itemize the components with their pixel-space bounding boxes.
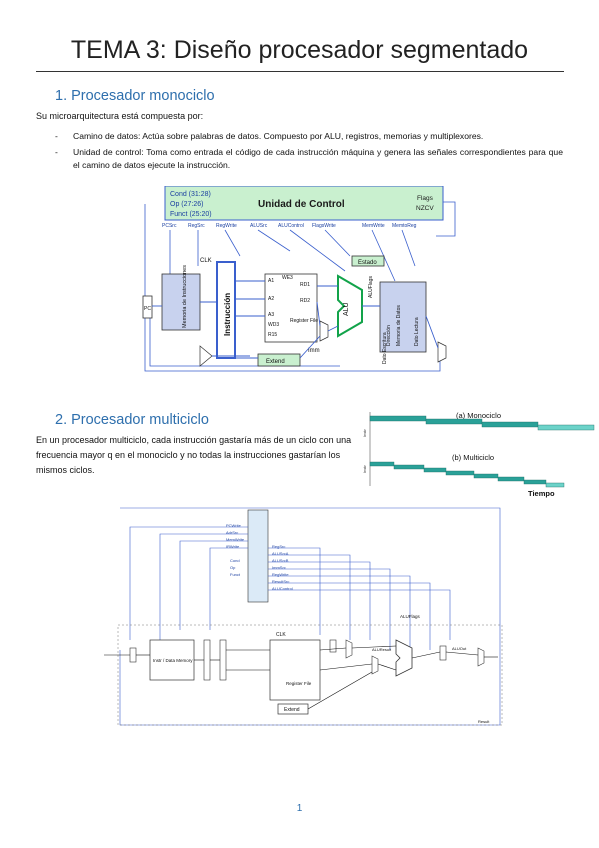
- mc-signal-pcwrite: PCWrite: [226, 523, 242, 528]
- pc-label: PC: [144, 306, 151, 312]
- register-file-label: Register File: [290, 318, 318, 324]
- multi-result-label: Result: [478, 719, 490, 724]
- monociclo-diagram: Cond (31:28) Op (27:26) Funct (25:20) Un…: [140, 185, 460, 382]
- multi-extend-label: Extend: [284, 707, 300, 713]
- data-memory-direction: Dirección: [386, 325, 392, 346]
- data-memory-read: Dato Lectura: [414, 317, 420, 346]
- multiciclo-text: En un procesador multiciclo, cada instru…: [36, 435, 352, 475]
- data-memory-write: Dato Escritura: [382, 332, 388, 364]
- page-title: TEMA 3: Diseño procesador segmentado: [70, 36, 529, 64]
- multi-alu-result: ALUResult: [372, 647, 392, 652]
- timing-diagram: (a) Monociclo Instr (b) Multiciclo Instr…: [360, 408, 596, 500]
- control-input-funct: Funct (25:20): [170, 211, 212, 218]
- mc-signal-memwrite: MemWrite: [226, 537, 245, 542]
- instruction-memory-label: Memoria de Instrucciones: [182, 265, 188, 328]
- clk-label: CLK: [200, 258, 212, 264]
- bullet-item-datapath: Camino de datos: Actúa sobre palabras de…: [55, 130, 563, 143]
- instruction-memory: [161, 273, 201, 331]
- mc-signal-irwrite: IRWrite: [226, 544, 240, 549]
- signal-flagswrite: FlagsWrite: [312, 223, 336, 229]
- multi-memory-label: Instr / Data Memory: [153, 658, 193, 663]
- alu-shape: [337, 274, 363, 338]
- signal-alucontrol: ALUControl: [278, 223, 304, 229]
- register-file: [264, 273, 318, 343]
- mc-signal-adrsrc: AdrSrc: [226, 530, 238, 535]
- control-input-op: Op (27:26): [170, 201, 203, 208]
- state-label: Estado: [358, 260, 377, 266]
- intro-text: Su microarquitectura está compuesta por:: [36, 111, 204, 121]
- multi-register-file: [269, 639, 321, 701]
- reg-port-rd2: RD2: [300, 298, 310, 304]
- mc-signal-regsrc: RegSrc: [272, 544, 285, 549]
- section-heading-multiciclo: 2. Procesador multiciclo: [55, 412, 209, 428]
- multi-alu-out: ALUOut: [452, 646, 467, 651]
- reg-port-r15: R15: [268, 332, 277, 338]
- mc-signal-immsrc: ImmSrc: [272, 565, 286, 570]
- mc-signal-resultsrc: ResultSrc: [272, 579, 289, 584]
- reg-port-a2: A2: [268, 296, 274, 302]
- multi-control-unit: [247, 509, 269, 603]
- extend-label: Extend: [266, 359, 285, 365]
- instruction-label: Instrucción: [223, 293, 232, 336]
- alu-flags-label: ALUFlags: [368, 276, 374, 298]
- mc-signal-alusrcb: ALUSrcB: [272, 558, 289, 563]
- data-memory: [379, 281, 427, 353]
- timing-label-monociclo: (a) Monociclo: [456, 411, 501, 420]
- signal-regsrc: RegSrc: [188, 223, 205, 229]
- multi-memory: [149, 639, 195, 681]
- mc-signal-funct: Funct: [230, 572, 241, 577]
- control-unit-label: Unidad de Control: [258, 199, 345, 210]
- flags-value: NZCV: [416, 205, 434, 212]
- page-number: 1: [296, 803, 303, 814]
- mc-signal-cond: Cond: [230, 558, 240, 563]
- multi-alu-flags: ALUFlags: [400, 614, 421, 619]
- flags-label: Flags: [417, 195, 434, 202]
- extend-unit: [257, 353, 301, 367]
- reg-port-a1: A1: [268, 278, 274, 284]
- multi-clk-label: CLK: [276, 632, 286, 638]
- timing-bars-monociclo: [369, 415, 595, 431]
- title-divider: [36, 71, 564, 72]
- signal-pcsrc: PCSrc: [162, 223, 177, 229]
- signal-memwrite: MemWrite: [362, 223, 385, 229]
- imm-label: Imm: [308, 348, 320, 354]
- multi-alu: [395, 639, 413, 677]
- data-memory-label: Memoria de Datos: [396, 305, 402, 346]
- alusrc-mux: [319, 320, 329, 342]
- bullet-item-control-unit: Unidad de control: Toma como entrada el …: [55, 146, 563, 172]
- reg-port-rd1: RD1: [300, 282, 310, 288]
- timing-bars-multiciclo: [369, 461, 565, 488]
- multi-register-file-label: Register File: [286, 681, 312, 686]
- alu-label: ALU: [343, 302, 350, 316]
- mc-signal-regwrite: RegWrite: [272, 572, 289, 577]
- reg-port-a3: A3: [268, 312, 274, 318]
- timing-row-b-tag: Instr: [362, 465, 367, 473]
- instruction-bus: [216, 261, 236, 359]
- reg-port-we3: WE3: [282, 275, 293, 281]
- signal-alusrc: ALUSrc: [250, 223, 268, 229]
- timing-row-a-tag: Instr: [362, 429, 367, 437]
- state-box: [351, 255, 385, 267]
- section-heading-monociclo: 1. Procesador monociclo: [55, 88, 215, 104]
- mc-signal-op: Op: [230, 565, 236, 570]
- pc-register: [142, 295, 153, 319]
- multiciclo-diagram: PCWrite AdrSrc MemWrite IRWrite Cond Op …: [100, 500, 505, 728]
- mc-signal-alusrca: ALUSrcA: [272, 551, 289, 556]
- timing-label-multiciclo: (b) Multiciclo: [452, 453, 494, 462]
- reg-port-wd3: WD3: [268, 322, 279, 328]
- control-signals: PCSrc RegSrc RegWrite ALUSrc ALUControl …: [162, 223, 417, 229]
- control-input-cond: Cond (31:28): [170, 191, 211, 198]
- control-unit-box: [164, 185, 444, 221]
- timing-xlabel: Tiempo: [528, 489, 555, 498]
- signal-regwrite: RegWrite: [216, 223, 237, 229]
- memtoreg-mux: [437, 341, 447, 363]
- bullet-list: Camino de datos: Actúa sobre palabras de…: [55, 130, 563, 175]
- pc-adder: [199, 345, 213, 367]
- mc-signal-alucontrol: ALUControl: [272, 586, 293, 591]
- signal-memtoreg: MemtoReg: [392, 223, 417, 229]
